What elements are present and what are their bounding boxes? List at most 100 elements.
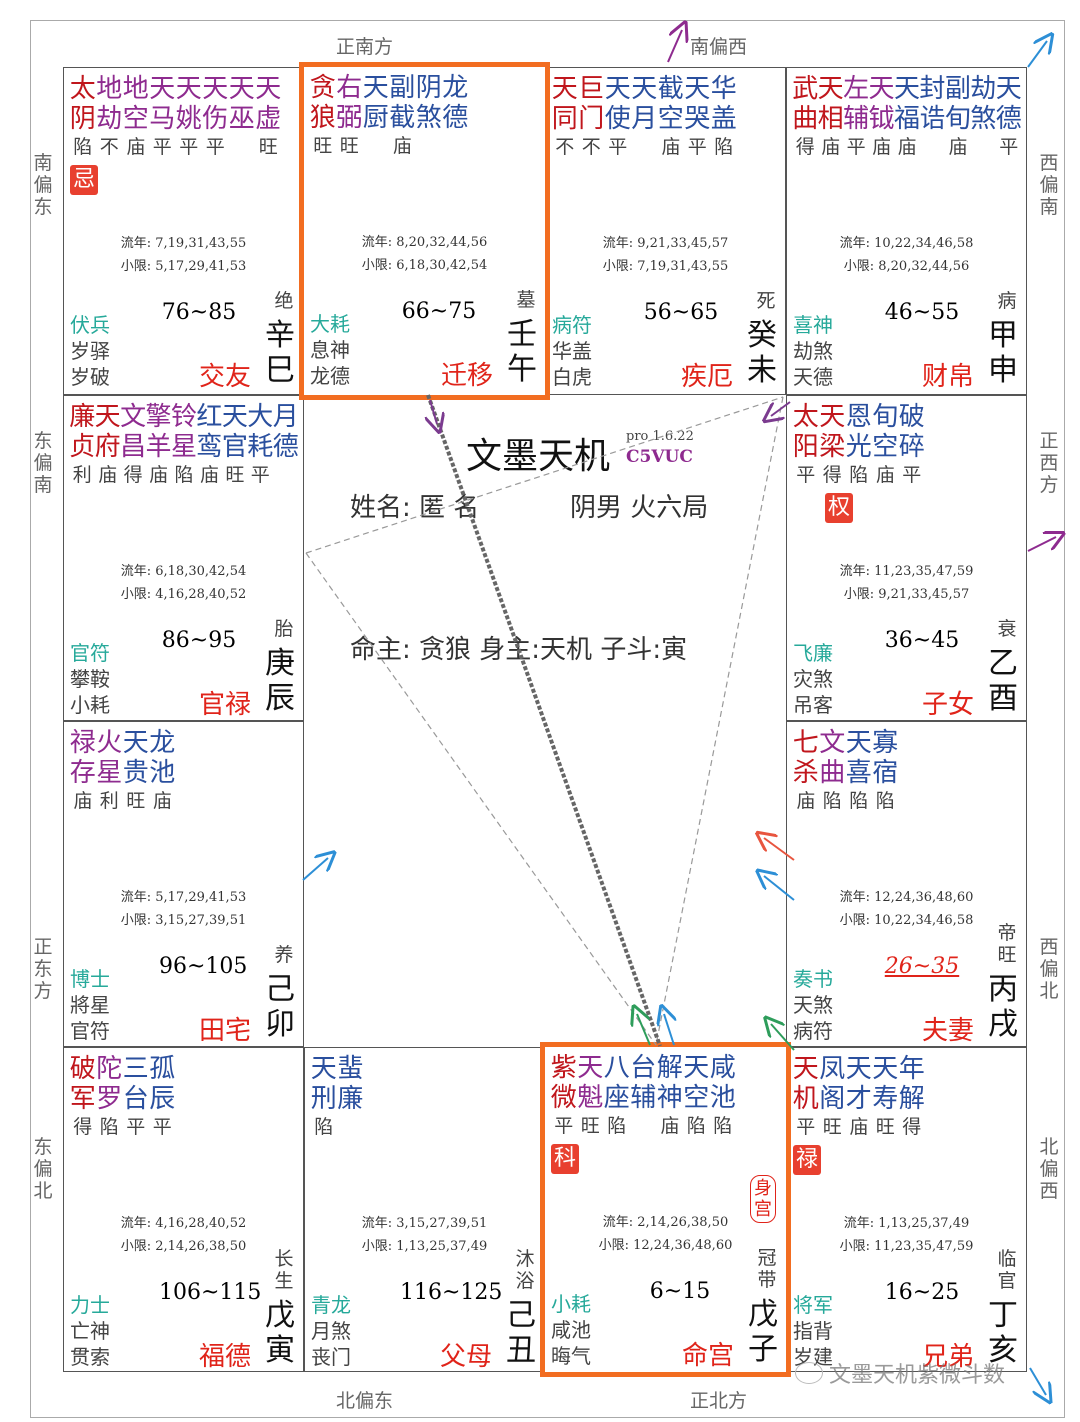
xiaoxian-years: 小限: 2,14,26,38,50 [120, 1239, 247, 1254]
life-stage: 长生 [274, 1248, 294, 1292]
life-stage: 临官 [997, 1248, 1017, 1292]
xiaoxian-years: 小限: 1,13,25,37,49 [361, 1239, 488, 1254]
palace-zi[interactable]: 紫微平天魁旺八座陷台辅解神庙天空陷咸池陷科身宫流年: 2,14,26,38,50… [540, 1042, 791, 1377]
xiaoxian-years: 小限: 9,21,33,45,57 [843, 587, 970, 602]
god-star-3: 吊客 [793, 693, 833, 717]
gender-bureau: 阴男 火六局 [570, 493, 709, 523]
star: 廉贞利 [69, 402, 97, 486]
star-list: 天刑陷蜚廉 [311, 1054, 540, 1140]
direction-left-2: 东偏南 [33, 430, 53, 496]
star: 巨门不 [578, 74, 606, 158]
liunian-years: 流年: 9,21,33,45,57 [602, 236, 729, 251]
star: 副截庙 [389, 73, 417, 157]
earthly-branch: 卯 [265, 1007, 295, 1042]
god-star-1: 博士 [70, 967, 110, 991]
decade-range: 36~45 [884, 628, 960, 653]
xiaoxian-years: 小限: 6,18,30,42,54 [361, 258, 488, 273]
god-star-2: 亡神 [70, 1319, 110, 1343]
god-star-1: 官符 [70, 641, 110, 665]
palace-name: 兄弟 [921, 1342, 974, 1372]
star: 天马平 [149, 74, 177, 158]
star: 咸池陷 [709, 1053, 737, 1137]
liunian-years: 流年: 6,18,30,42,54 [120, 564, 247, 579]
liunian-years: 流年: 11,23,35,47,59 [839, 564, 974, 579]
direction-bottom-north-east: 北偏东 [336, 1390, 394, 1412]
star: 天月 [631, 74, 659, 134]
liunian-years: 流年: 2,14,26,38,50 [602, 1215, 729, 1230]
god-star-2: 劫煞 [793, 339, 833, 363]
god-star-1: 小耗 [551, 1292, 591, 1316]
star: 天喜陷 [845, 728, 873, 812]
palace-name: 疾厄 [680, 362, 733, 392]
xiaoxian-years: 小限: 10,22,34,46,58 [839, 913, 974, 928]
palace-name: 官禄 [198, 690, 251, 720]
god-star-1: 青龙 [311, 1293, 351, 1317]
liunian-years: 流年: 4,16,28,40,52 [120, 1216, 247, 1231]
god-star-2: 天煞 [793, 993, 833, 1017]
star-list: 紫微平天魁旺八座陷台辅解神庙天空陷咸池陷 [551, 1053, 782, 1139]
star: 武曲得 [792, 74, 820, 158]
heavenly-stem: 甲 [988, 318, 1018, 353]
palace-name: 命宫 [681, 1341, 734, 1371]
star: 副旬庙 [944, 74, 972, 158]
life-stage: 绝 [274, 290, 294, 312]
earthly-branch: 午 [507, 352, 537, 387]
star: 七杀庙 [792, 728, 820, 812]
direction-right-2: 正西方 [1039, 430, 1059, 496]
life-stage: 胎 [274, 618, 294, 640]
star: 地劫不 [96, 74, 124, 158]
god-star-1: 大耗 [310, 312, 350, 336]
transform-badge: 科 [551, 1144, 579, 1174]
earthly-branch: 酉 [988, 681, 1018, 716]
liunian-years: 流年: 1,13,25,37,49 [843, 1216, 970, 1231]
god-star-2: 息神 [310, 338, 350, 362]
xiaoxian-years: 小限: 4,16,28,40,52 [120, 587, 247, 602]
star: 天寿旺 [872, 1054, 900, 1138]
earthly-branch: 戌 [988, 1007, 1018, 1042]
earthly-branch: 子 [748, 1332, 778, 1367]
star: 陀罗陷 [96, 1054, 124, 1138]
star: 禄存庙 [69, 728, 97, 812]
chart-center: 文墨天机 pro 1.6.22 C5VUC 姓名: 匿 名 阴男 火六局 命主:… [304, 395, 786, 1047]
earthly-branch: 丑 [506, 1333, 536, 1368]
star: 破军得 [69, 1054, 97, 1138]
liunian-years: 流年: 3,15,27,39,51 [361, 1216, 488, 1231]
transform-badge: 忌 [70, 165, 98, 195]
liunian-years: 流年: 5,17,29,41,53 [120, 890, 247, 905]
palace-name: 财帛 [921, 362, 974, 392]
app-version: pro 1.6.22 [626, 429, 694, 444]
palace-name: 夫妻 [921, 1016, 974, 1046]
god-star-2: 將星 [70, 993, 110, 1017]
heavenly-stem: 辛 [265, 318, 295, 353]
god-star-3: 贯索 [70, 1345, 110, 1369]
star: 截空庙 [657, 74, 685, 158]
xiaoxian-years: 小限: 8,20,32,44,56 [843, 259, 970, 274]
decade-range: 66~75 [401, 299, 477, 324]
liunian-years: 流年: 7,19,31,43,55 [120, 236, 247, 251]
star: 太阳平 [792, 402, 820, 486]
palace-chen[interactable]: 廉贞利天府庙文昌得擎羊庙铃星陷红鸾庙天官旺大耗平月德流年: 6,18,30,42… [63, 395, 304, 721]
transform-badge: 禄 [793, 1145, 821, 1175]
palace-chou[interactable]: 天刑陷蜚廉流年: 3,15,27,39,51 小限: 1,13,25,37,49 青… [304, 1047, 545, 1372]
palace-si[interactable]: 太阴陷地劫不地空庙天马平天姚平天伤平天巫天虚旺忌流年: 7,19,31,43,5… [63, 67, 304, 395]
star: 右弼旺 [336, 73, 364, 157]
life-stage: 养 [274, 944, 294, 966]
life-stage: 死 [756, 290, 776, 312]
god-star-3: 龙德 [310, 364, 350, 388]
star: 贪狼旺 [309, 73, 337, 157]
god-star-3: 天德 [793, 365, 833, 389]
direction-right-1: 西偏南 [1039, 152, 1059, 218]
decade-range: 16~25 [884, 1280, 960, 1305]
god-star-2: 攀鞍 [70, 667, 110, 691]
star: 劫煞 [970, 74, 998, 134]
palace-shen[interactable]: 武曲得天相庙左辅平天钺庙天福庙封诰副旬庙劫煞天德平流年: 10,22,34,46… [786, 67, 1027, 395]
direction-right-4: 北偏西 [1039, 1136, 1059, 1202]
liunian-years: 流年: 8,20,32,44,56 [361, 235, 488, 250]
